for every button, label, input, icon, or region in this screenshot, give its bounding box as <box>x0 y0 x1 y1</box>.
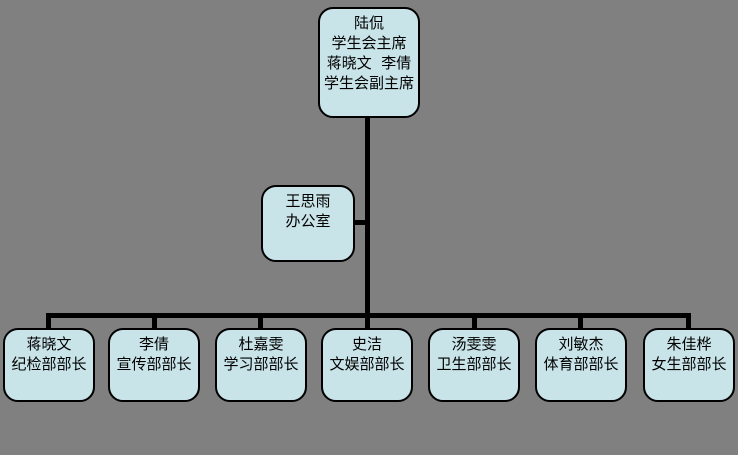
node-text-line: 陆侃 <box>353 14 384 32</box>
connector-drop-dept-5 <box>472 313 477 329</box>
connector-drop-dept-3 <box>258 313 263 329</box>
node-text-line: 李倩 <box>138 335 169 353</box>
node-text-line: 学生会副主席 <box>323 74 414 92</box>
node-text-line: 女生部部长 <box>651 355 727 373</box>
node-text-line: 史洁 <box>351 335 382 353</box>
node-text-line: 文娱部部长 <box>329 355 405 373</box>
org-node-dept-discipline: 蒋晓文 纪检部部长 <box>3 328 95 402</box>
org-node-dept-publicity: 李倩 宣传部部长 <box>108 328 200 402</box>
connector-drop-dept-1 <box>46 313 51 329</box>
org-node-dept-girls: 朱佳桦 女生部部长 <box>643 328 735 402</box>
node-text-line: 蒋晓文 李倩 <box>326 54 412 72</box>
org-node-dept-sports: 刘敏杰 体育部部长 <box>535 328 627 402</box>
connector-trunk-vertical <box>365 116 370 318</box>
node-text-line: 学习部部长 <box>223 355 299 373</box>
node-text-line: 学生会主席 <box>331 34 407 52</box>
node-text-line: 宣传部部长 <box>116 355 192 373</box>
connector-drop-dept-2 <box>152 313 157 329</box>
connector-office-branch <box>353 220 370 225</box>
node-text-line: 纪检部部长 <box>11 355 87 373</box>
org-node-dept-hygiene: 汤雯雯 卫生部部长 <box>428 328 520 402</box>
org-node-dept-recreation: 史洁 文娱部部长 <box>321 328 413 402</box>
node-text-line: 朱佳桦 <box>666 335 712 353</box>
node-text-line: 王思雨 <box>285 192 331 210</box>
connector-drop-dept-6 <box>578 313 583 329</box>
connector-drop-dept-4 <box>365 313 370 329</box>
node-text-line: 办公室 <box>285 212 331 230</box>
org-node-president: 陆侃 学生会主席 蒋晓文 李倩 学生会副主席 <box>318 7 420 118</box>
node-text-line: 体育部部长 <box>543 355 619 373</box>
node-text-line: 汤雯雯 <box>451 335 497 353</box>
org-node-dept-study: 杜嘉雯 学习部部长 <box>215 328 307 402</box>
node-text-line: 卫生部部长 <box>436 355 512 373</box>
node-text-line: 刘敏杰 <box>558 335 604 353</box>
node-text-line: 蒋晓文 <box>26 335 72 353</box>
connector-drop-dept-7 <box>686 313 691 329</box>
node-text-line: 杜嘉雯 <box>238 335 284 353</box>
org-node-office: 王思雨 办公室 <box>261 185 355 262</box>
